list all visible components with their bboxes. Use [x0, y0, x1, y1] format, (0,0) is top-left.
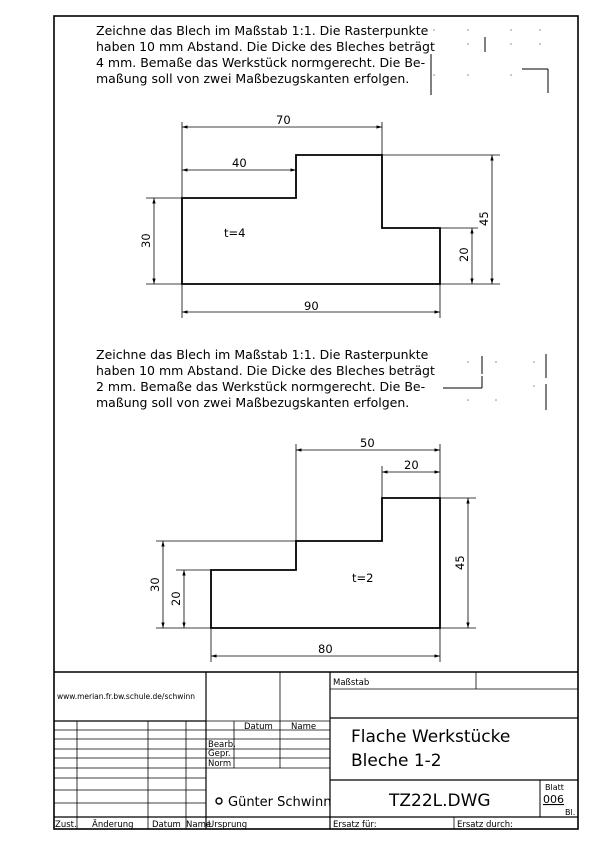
aenderung-label: Änderung [92, 819, 134, 830]
sheet-frame [53, 15, 579, 830]
task1-instructions: Zeichne das Blech im Maßstab 1:1. Die Ra… [96, 23, 435, 86]
part1-dim-45: 45 [477, 211, 491, 226]
task2-line-2: haben 10 mm Abstand. Die Dicke des Blech… [96, 363, 435, 378]
gepr-label: Gepr. [208, 749, 231, 759]
ersatz-fuer-label: Ersatz für: [333, 820, 377, 830]
part1-outline [181, 154, 441, 285]
part1-dim-30: 30 [139, 233, 153, 248]
bullet-icon [215, 797, 223, 805]
part1-dim-90: 90 [304, 299, 319, 313]
part1-dimensions [146, 122, 500, 318]
drawing-title-2: Bleche 1-2 [351, 751, 442, 771]
task1-line-2: haben 10 mm Abstand. Die Dicke des Blech… [96, 39, 435, 54]
part2-dimensions [156, 444, 476, 662]
massstab-label: Maßstab [333, 678, 369, 688]
task1-line-4: maßung soll von zwei Maßbezugskanten erf… [96, 71, 409, 86]
task1-line-1: Zeichne das Blech im Maßstab 1:1. Die Ra… [96, 23, 429, 38]
zust-label: Zust. [55, 820, 77, 830]
part1-dim-40: 40 [232, 156, 247, 170]
part2-dim-50: 50 [360, 436, 375, 450]
part2-dim-20-top: 20 [404, 458, 419, 472]
drawing-number: TZ22L.DWG [388, 791, 491, 811]
bl-label: Bl. [565, 808, 575, 817]
part2-outline [210, 497, 441, 629]
part2-dim-80: 80 [318, 642, 333, 656]
author-name: Günter Schwinn [228, 795, 332, 810]
task1-line-3: 4 mm. Bemaße das Werkstück normgerecht. … [96, 55, 425, 70]
raster-hint-1-lines [430, 37, 549, 95]
drawing-title-1: Flache Werkstücke [351, 727, 510, 747]
part2-dim-30: 30 [148, 577, 162, 592]
name-header: Name [291, 722, 316, 732]
task2-line-1: Zeichne das Blech im Maßstab 1:1. Die Ra… [96, 347, 429, 362]
part1-dim-70: 70 [276, 113, 291, 127]
ersatz-durch-label: Ersatz durch: [457, 820, 513, 830]
part1-dim-20: 20 [457, 247, 471, 262]
raster-hint-2 [467, 361, 535, 401]
bearb-label: Bearb. [208, 740, 236, 750]
title-block [54, 671, 578, 829]
blatt-label: Blatt [545, 783, 564, 792]
part2-thickness: t=2 [352, 571, 373, 585]
norm-label: Norm [208, 759, 231, 769]
part2-dim-45: 45 [453, 555, 467, 570]
part2-dim-20-left: 20 [169, 591, 183, 606]
part1-thickness: t=4 [224, 226, 245, 240]
datum-footer: Datum [152, 820, 181, 830]
datum-header: Datum [244, 722, 273, 732]
website-url: www.merian.fr.bw.schule.de/schwinn [57, 692, 195, 701]
ursprung-label: Ursprung [208, 820, 247, 830]
task2-instructions: Zeichne das Blech im Maßstab 1:1. Die Ra… [96, 347, 435, 410]
name-footer: Name [186, 820, 211, 830]
task2-line-4: maßung soll von zwei Maßbezugskanten erf… [96, 395, 409, 410]
task2-line-3: 2 mm. Bemaße das Werkstück normgerecht. … [96, 379, 425, 394]
raster-hint-2-lines [443, 354, 547, 410]
blatt-number: 006 [543, 793, 564, 806]
raster-hint-1 [433, 29, 541, 76]
